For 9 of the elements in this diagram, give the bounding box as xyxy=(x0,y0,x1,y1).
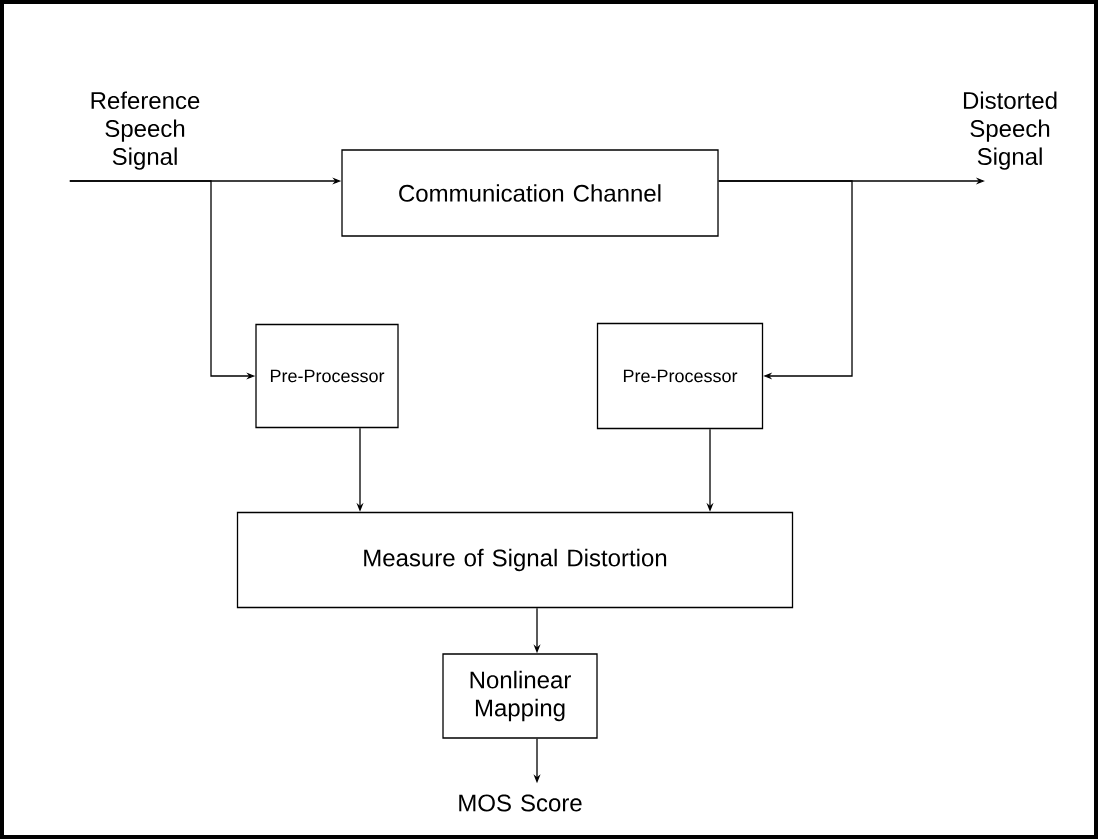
output-label: MOS Score xyxy=(459,794,582,812)
signal-label: Reference Speech Signal xyxy=(91,91,200,170)
process-box: Communication Channel xyxy=(341,149,719,237)
arrow xyxy=(718,180,853,380)
process-box: Pre-Processor xyxy=(255,323,399,429)
process-box: Pre-Processor xyxy=(596,322,764,430)
process-box: Measure of Signal Distortion xyxy=(236,511,794,609)
process-box: Nonlinear Mapping xyxy=(442,653,598,739)
signal-label: Distorted Speech Signal xyxy=(963,91,1057,170)
